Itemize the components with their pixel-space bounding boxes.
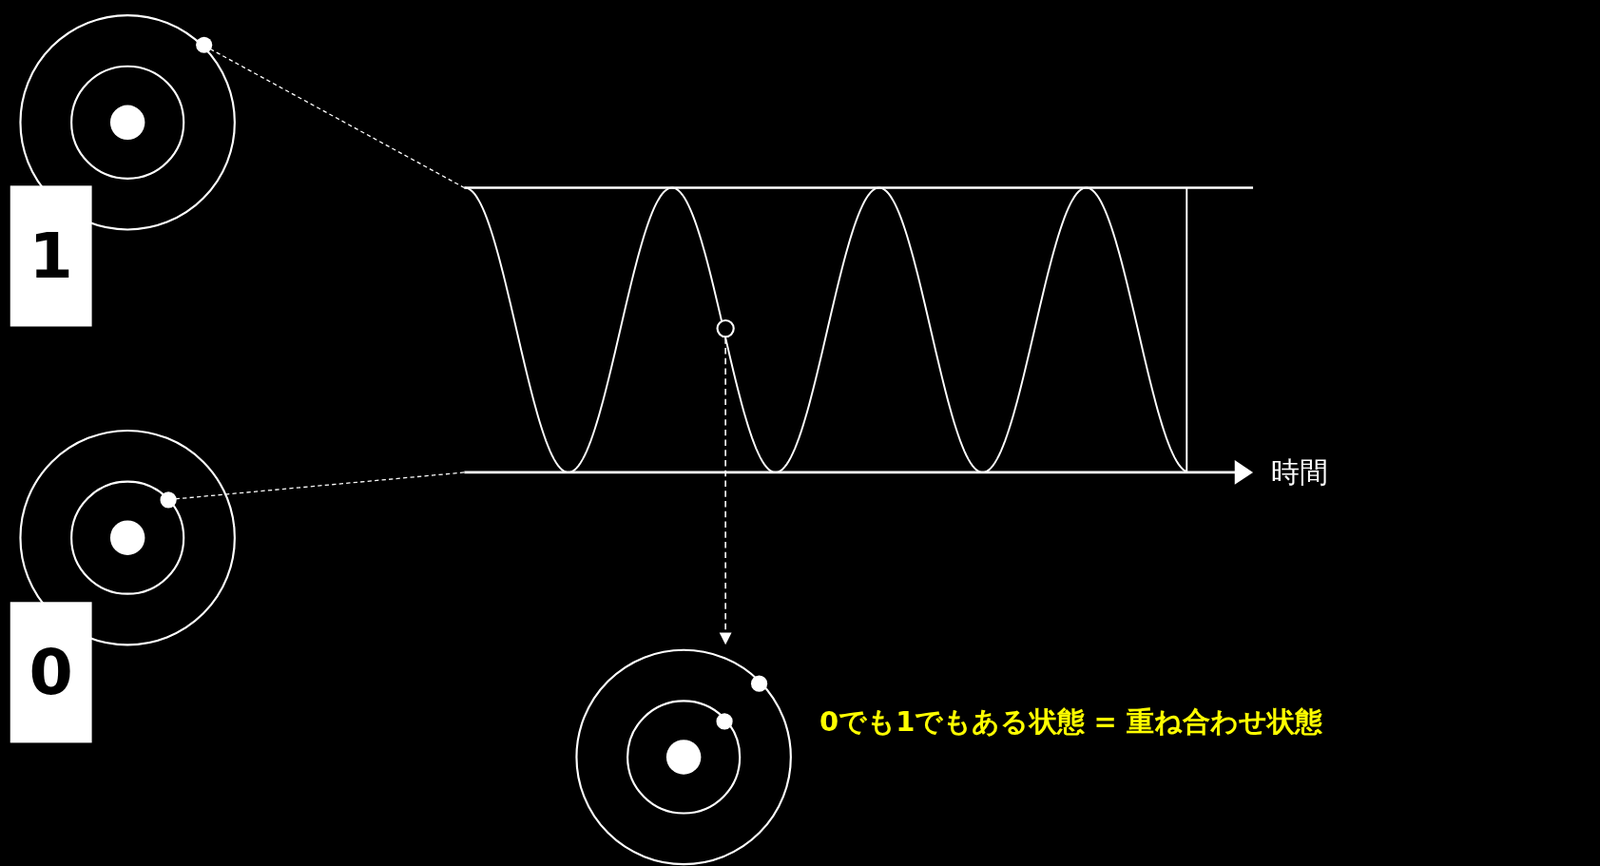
- electron: [715, 713, 733, 730]
- axis-arrowhead: [1234, 460, 1254, 485]
- time-axis: [463, 471, 1250, 475]
- level-line: [463, 186, 1254, 190]
- electron: [751, 675, 768, 693]
- oscillation-curve: [463, 187, 1187, 472]
- arrowhead: [719, 632, 733, 645]
- nucleus: [110, 520, 145, 555]
- bit-value: 1: [29, 224, 74, 289]
- caption-note: 0でも1でもある状態 = 重ね合わせ状態: [819, 704, 1323, 738]
- axis-label: 時間: [1271, 455, 1329, 490]
- nucleus: [666, 739, 701, 774]
- leader-line: [175, 472, 465, 500]
- nucleus: [110, 105, 145, 140]
- electron: [160, 491, 177, 508]
- electron: [195, 37, 213, 54]
- leader-line: [724, 337, 727, 641]
- leader-line: [210, 49, 464, 189]
- state-point: [717, 320, 734, 337]
- atom-super: [576, 650, 791, 865]
- bit-label-box: 1: [10, 185, 93, 327]
- bit-label-box: 0: [10, 601, 93, 743]
- bit-value: 0: [29, 640, 74, 705]
